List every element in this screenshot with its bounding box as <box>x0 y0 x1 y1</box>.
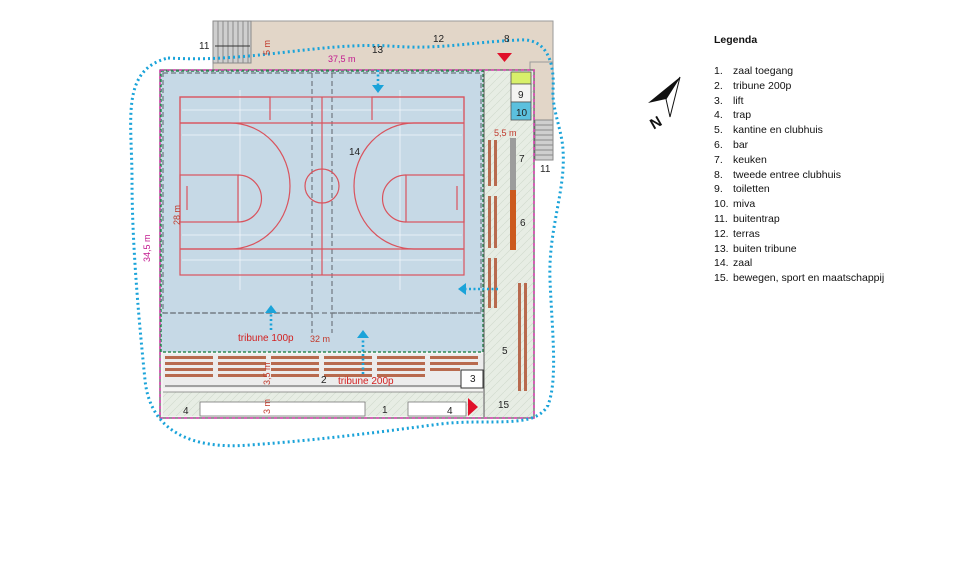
legend-item-label: buiten tribune <box>733 242 797 255</box>
area-number: 11 <box>540 164 551 175</box>
dimension-court-height: 28 m <box>172 205 182 225</box>
legend-item-number: 2. <box>714 79 723 92</box>
bar-counter <box>510 190 516 250</box>
legend-item: 4. trap <box>714 108 914 123</box>
area-number: 7 <box>519 154 525 165</box>
view-arrows <box>269 70 498 374</box>
legend-item-label: miva <box>733 198 756 211</box>
site-outline <box>129 38 565 448</box>
arrow-heads <box>265 85 466 338</box>
legend-item-label: toiletten <box>733 183 770 196</box>
lift <box>460 369 484 389</box>
area-number: 4 <box>183 406 189 417</box>
legend-item-number: 3. <box>714 94 723 107</box>
legend-item: 12. terras <box>714 227 914 242</box>
area-number: 6 <box>520 218 526 229</box>
legend-item: 5. kantine en clubhuis <box>714 123 914 138</box>
legend-item-number: 10. <box>714 198 729 211</box>
dimension-height-left: 34,5 m <box>142 234 152 262</box>
area-number: 10 <box>516 108 528 119</box>
legend-title: Legenda <box>714 34 758 46</box>
basketball-court <box>179 96 465 276</box>
dimension-side-width: 5,5 m <box>494 128 517 138</box>
area-number: 8 <box>504 34 510 45</box>
legend-item-label: trap <box>733 109 752 122</box>
legend-item-number: 11. <box>714 212 728 225</box>
legend-item: 3. lift <box>714 94 914 109</box>
legend-item-label: tribune 200p <box>733 79 792 92</box>
north-arrow: N <box>647 76 681 133</box>
legend-item-number: 7. <box>714 153 723 166</box>
legend-item-number: 8. <box>714 168 723 181</box>
legend-item: 14. zaal <box>714 256 914 271</box>
legend-item-number: 6. <box>714 138 723 151</box>
legend-item: 10. miva <box>714 197 914 212</box>
legend-item-number: 15. <box>714 272 729 285</box>
compass-letter: N <box>647 113 665 133</box>
legend-item-number: 9. <box>714 183 723 196</box>
legend: Legenda 1. zaal toegang 2. tribune 200p 3.… <box>714 34 914 286</box>
legend-item-label: buitentrap <box>733 212 780 225</box>
legend-item-number: 4. <box>714 109 723 122</box>
area-number: 4 <box>447 406 453 417</box>
area-number: 1 <box>382 405 388 416</box>
legend-item-label: keuken <box>733 153 767 166</box>
dimension-court-width: 32 m <box>310 334 330 344</box>
legend-item: 2. tribune 200p <box>714 79 914 94</box>
legend-item-label: lift <box>733 94 744 107</box>
legend-item: 15. bewegen, sport en maatschappij <box>714 271 914 286</box>
area-number: 11 <box>199 41 210 52</box>
outdoor-stair-right <box>534 119 554 161</box>
legend-item-label: bar <box>733 138 749 151</box>
canteen-clubhouse <box>483 71 533 417</box>
legend-item-number: 1. <box>714 65 723 77</box>
area-number: 12 <box>433 34 445 45</box>
legend-item: 11. buitentrap <box>714 212 914 227</box>
terrace-area <box>212 20 554 127</box>
area-number: 15 <box>498 400 510 411</box>
area-number: 5 <box>502 346 508 357</box>
area-number: 3 <box>470 374 476 385</box>
area-number: 9 <box>518 90 524 101</box>
legend-item-label: tweede entree clubhuis <box>733 168 841 181</box>
legend-item: 13. buiten tribune <box>714 242 914 257</box>
legend-item-number: 14. <box>714 257 729 270</box>
dimension-width-top: 37,5 m <box>328 54 356 64</box>
legend-item-label: kantine en clubhuis <box>733 124 823 137</box>
label-tribune-100p: tribune 100p <box>238 333 294 344</box>
legend-item: 8. tweede entree clubhuis <box>714 168 914 183</box>
entrance-marker <box>468 398 478 416</box>
legend-item-label: zaal toegang <box>733 65 794 77</box>
accessible-toilet <box>510 101 532 121</box>
area-number: 13 <box>372 45 384 56</box>
plot-boundary <box>159 69 535 419</box>
area-number: 14 <box>349 147 361 158</box>
toilets <box>510 71 532 103</box>
legend-item-label: bewegen, sport en maatschappij <box>733 272 885 285</box>
legend-item-label: terras <box>733 227 760 240</box>
hall-access-corridor <box>163 391 483 417</box>
legend-item-number: 5. <box>714 124 723 137</box>
legend-list: 1. zaal toegang 2. tribune 200p 3. lift 4. t… <box>714 64 914 286</box>
dimension-tribune-depth: 3,5 m <box>262 362 272 385</box>
legend-item-label: zaal <box>733 257 753 270</box>
legend-item-number: 13. <box>714 242 729 255</box>
legend-item: 9. toiletten <box>714 182 914 197</box>
legend-item-number: 12. <box>714 227 729 240</box>
legend-item: 7. keuken <box>714 153 914 168</box>
label-tribune-200p: tribune 200p <box>338 376 394 387</box>
legend-item: 1. zaal toegang <box>714 64 914 79</box>
dimension-terrace-depth: 5 m <box>262 40 272 55</box>
entrance-marker <box>497 53 512 62</box>
tribune-rows <box>163 354 483 388</box>
legend-item: 6. bar <box>714 138 914 153</box>
dimension-corridor-depth: 3 m <box>262 399 272 414</box>
kitchen <box>510 138 516 190</box>
area-number: 2 <box>321 375 327 386</box>
